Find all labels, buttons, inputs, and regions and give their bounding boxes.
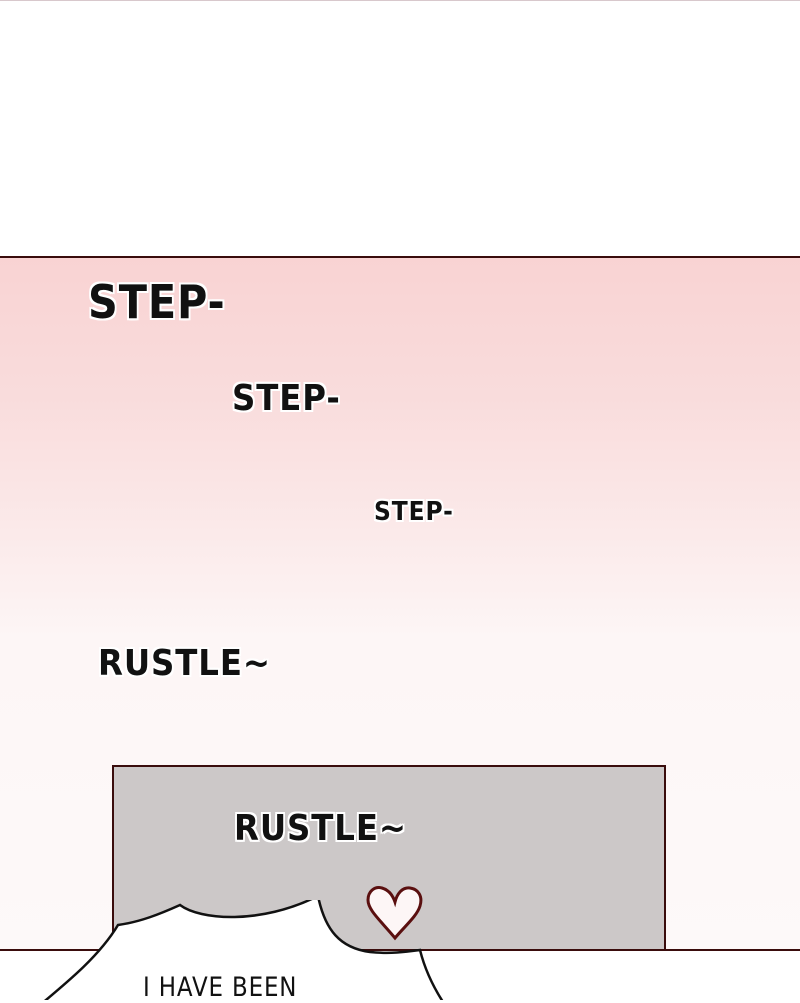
speech-bubble-text: I HAVE BEEN	[143, 972, 298, 1003]
sfx-step-medium: STEP-	[232, 378, 341, 419]
speech-bubble	[44, 900, 444, 1000]
heart-icon	[366, 886, 423, 941]
sfx-step-large: STEP-	[88, 275, 226, 329]
sfx-rustle-2: RUSTLE~	[234, 808, 407, 849]
sfx-step-small: STEP-	[374, 497, 454, 527]
sfx-rustle-1: RUSTLE~	[98, 643, 271, 684]
blank-panel-top	[0, 0, 800, 256]
